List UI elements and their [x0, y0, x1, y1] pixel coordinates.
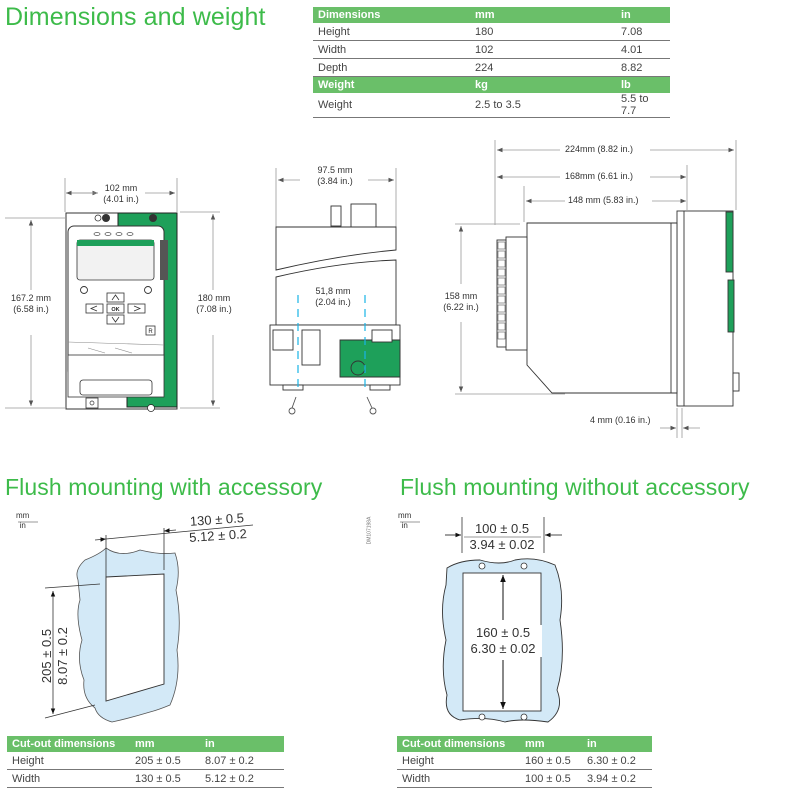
front-view-device: OK R — [65, 212, 178, 412]
table-header-cell: in — [582, 736, 652, 752]
heading-flush-with-accessory: Flush mounting with accessory — [5, 474, 323, 500]
table-cell: 180 — [470, 23, 616, 41]
top-view-device — [269, 203, 401, 415]
side-view-device — [496, 210, 740, 407]
drawing-reference-code: DM107198A — [366, 516, 373, 545]
table-header-cell: in — [200, 736, 284, 752]
table-row: Weight 2.5 to 3.5 5.5 to 7.7 — [313, 93, 670, 118]
cutout-with-height-label: 205 ± 0.5 8.07 ± 0.2 — [39, 627, 70, 685]
table-cell: 224 — [470, 58, 616, 77]
table-cell: 6.30 ± 0.2 — [582, 752, 652, 770]
table-header-cell: mm — [470, 7, 616, 23]
table-cell: Height — [7, 752, 130, 770]
ok-key-label: OK — [111, 307, 119, 313]
front-left-height-label: 167.2 mm (6.58 in.) — [5, 293, 57, 315]
table-cell: Height — [313, 23, 470, 41]
table-header-row: Dimensions mm in — [313, 7, 670, 23]
front-right-height-label: 180 mm (7.08 in.) — [190, 293, 238, 315]
cutout-with-accessory-table: Cut-out dimensions mm in Height 205 ± 0.… — [7, 736, 284, 788]
table-header-cell: kg — [470, 76, 616, 93]
table-header-cell: mm — [130, 736, 200, 752]
table-cell: 7.08 — [616, 23, 670, 41]
heading-dimensions-weight: Dimensions and weight — [5, 3, 266, 31]
heading-flush-without-accessory: Flush mounting without accessory — [400, 474, 750, 500]
table-cell: 130 ± 0.5 — [130, 769, 200, 788]
screw-spacing-label: 51,8 mm (2.04 in.) — [315, 286, 351, 307]
table-cell: Weight — [313, 93, 470, 118]
table-cell: 2.5 to 3.5 — [470, 93, 616, 118]
table-header-cell: mm — [520, 736, 582, 752]
side-height-label: 158 mm (6.22 in.) — [443, 291, 479, 312]
table-row: Width 100 ± 0.5 3.94 ± 0.2 — [397, 769, 652, 788]
table-header-row: Cut-out dimensions mm in — [7, 736, 284, 752]
bezel-thickness-label: 4 mm (0.16 in.) — [590, 415, 651, 425]
side-depth-mid-label: 168mm (6.61 in.) — [565, 171, 634, 181]
table-header-cell: lb — [616, 76, 670, 93]
side-view-drawing — [455, 140, 737, 438]
table-row: Height 160 ± 0.5 6.30 ± 0.2 — [397, 752, 652, 770]
side-depth-total-label: 224mm (8.82 in.) — [565, 144, 634, 154]
table-cell: 5.12 ± 0.2 — [200, 769, 284, 788]
table-row: Height 180 7.08 — [313, 23, 670, 41]
table-header-row: Weight kg lb — [313, 76, 670, 93]
table-cell: Width — [313, 40, 470, 59]
table-row: Depth 224 8.82 — [313, 58, 670, 77]
cutout-with-accessory-drawing — [18, 521, 254, 723]
table-header-cell: Dimensions — [313, 7, 470, 23]
front-view-drawing — [5, 178, 220, 409]
table-cell: 4.01 — [616, 40, 670, 59]
table-header-cell: in — [616, 7, 670, 23]
table-cell: Height — [397, 752, 520, 770]
table-cell: 102 — [470, 40, 616, 59]
top-width-label: 97.5 mm (3.84 in.) — [317, 165, 353, 186]
table-cell: 160 ± 0.5 — [520, 752, 582, 770]
table-header-cell: Cut-out dimensions — [397, 736, 520, 752]
table-row: Height 205 ± 0.5 8.07 ± 0.2 — [7, 752, 284, 770]
table-cell: 8.07 ± 0.2 — [200, 752, 284, 770]
table-cell: Width — [7, 769, 130, 788]
unit-legend-with: mm in — [16, 511, 30, 530]
table-cell: Depth — [313, 58, 470, 77]
table-header-row: Cut-out dimensions mm in — [397, 736, 652, 752]
table-cell: 5.5 to 7.7 — [616, 93, 670, 118]
table-cell: Width — [397, 769, 520, 788]
table-row: Width 130 ± 0.5 5.12 ± 0.2 — [7, 769, 284, 788]
cutout-without-width-label: 100 ± 0.5 3.94 ± 0.02 — [469, 521, 535, 552]
cutout-without-height-label: 160 ± 0.5 6.30 ± 0.02 — [464, 625, 542, 657]
cutout-without-accessory-table: Cut-out dimensions mm in Height 160 ± 0.… — [397, 736, 652, 788]
top-view-guides — [297, 295, 366, 392]
unit-legend-without: mm in — [398, 511, 412, 530]
table-cell: 205 ± 0.5 — [130, 752, 200, 770]
table-cell: 3.94 ± 0.2 — [582, 769, 652, 788]
dimensions-weight-table: Dimensions mm in Height 180 7.08 Width 1… — [313, 7, 670, 118]
table-cell: 100 ± 0.5 — [520, 769, 582, 788]
front-width-label: 102 mm (4.01 in.) — [103, 183, 139, 204]
table-header-cell: Weight — [313, 76, 470, 93]
side-depth-body-label: 148 mm (5.83 in.) — [568, 195, 639, 205]
side-view-terminals — [497, 241, 506, 340]
r-key-label: R — [148, 329, 153, 335]
table-cell: 8.82 — [616, 58, 670, 77]
table-row: Width 102 4.01 — [313, 40, 670, 59]
table-header-cell: Cut-out dimensions — [7, 736, 130, 752]
cutout-with-width-label: 130 ± 0.5 5.12 ± 0.2 — [188, 510, 248, 545]
